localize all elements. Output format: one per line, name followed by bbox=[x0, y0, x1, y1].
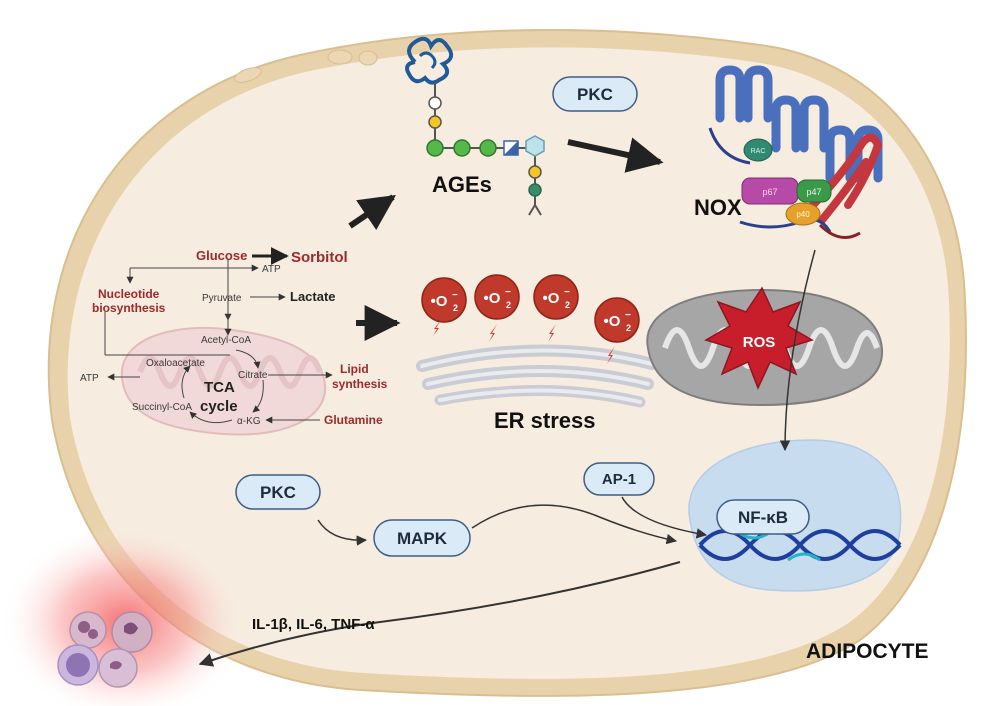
nox-label: NOX bbox=[694, 195, 742, 220]
ros-label: ROS bbox=[743, 334, 776, 351]
ap1-node: AP-1 bbox=[583, 462, 655, 496]
superoxide-subscript: 2 bbox=[506, 300, 511, 310]
membrane-organelles bbox=[234, 49, 378, 83]
nucleotide-label-line2: biosynthesis bbox=[92, 301, 166, 315]
superoxide-charge: − bbox=[452, 290, 458, 301]
p47-label: p47 bbox=[806, 187, 821, 197]
lightning-icon bbox=[433, 320, 441, 336]
lipid-label-line1: Lipid bbox=[340, 362, 369, 376]
mapk-node: MAPK bbox=[373, 519, 471, 557]
superoxide-symbol: •O bbox=[543, 290, 560, 307]
er-organelle bbox=[416, 344, 658, 408]
rac-label: RAC bbox=[751, 148, 766, 155]
superoxide-3: •O 2 − bbox=[533, 274, 579, 342]
cytokines-label: IL-1β, IL-6, TNF-α bbox=[252, 616, 375, 633]
superoxide-2: •O 2 − bbox=[474, 274, 520, 342]
p40-label: p40 bbox=[796, 210, 810, 219]
pathway-arrows bbox=[348, 137, 664, 341]
superoxide-charge: − bbox=[505, 287, 511, 298]
pkc-top-label: PKC bbox=[577, 85, 613, 104]
atp-left-label: ATP bbox=[80, 373, 99, 384]
metabolism-arrows bbox=[104, 247, 333, 424]
superoxide-radicals: •O 2 − •O 2 − •O 2 − •O 2 − bbox=[421, 274, 640, 364]
nox-complex: RAC p67 p47 p40 bbox=[708, 65, 883, 239]
superoxide-charge: − bbox=[564, 287, 570, 298]
ages-label: AGEs bbox=[432, 172, 492, 197]
atp-top-label: ATP bbox=[262, 264, 281, 275]
metabolism-labels: Glucose Sorbitol ATP Nucleotide biosynth… bbox=[80, 248, 388, 427]
nfkb-label: NF-κB bbox=[738, 508, 788, 527]
pkc-bottom-node: PKC bbox=[235, 474, 321, 510]
nfkb-node: NF-κB bbox=[716, 499, 810, 535]
glutamine-label: Glutamine bbox=[324, 413, 383, 427]
immune-cells bbox=[0, 522, 250, 706]
sorbitol-label: Sorbitol bbox=[291, 249, 348, 266]
superoxide-subscript: 2 bbox=[453, 303, 458, 313]
superoxide-subscript: 2 bbox=[565, 300, 570, 310]
lightning-icon bbox=[489, 324, 497, 342]
superoxide-symbol: •O bbox=[604, 313, 621, 330]
ages-structure bbox=[405, 36, 545, 216]
nucleotide-label-line1: Nucleotide bbox=[98, 287, 160, 301]
ap1-label: AP-1 bbox=[602, 471, 636, 488]
superoxide-symbol: •O bbox=[431, 293, 448, 310]
tca-label-line1: TCA bbox=[204, 379, 235, 396]
superoxide-charge: − bbox=[625, 310, 631, 321]
lactate-label: Lactate bbox=[290, 289, 336, 304]
superoxide-4: •O 2 − bbox=[594, 297, 640, 364]
adipocyte-label: ADIPOCYTE bbox=[806, 640, 929, 663]
signaling-arrows bbox=[198, 249, 816, 667]
pkc-top-node: PKC bbox=[552, 76, 638, 112]
oxaloacetate-label: Oxaloacetate bbox=[146, 358, 205, 369]
alpha-kg-label: α-KG bbox=[237, 416, 261, 427]
succinyl-coa-label: Succinyl-CoA bbox=[132, 402, 192, 413]
lightning-icon bbox=[607, 346, 615, 364]
p67-label: p67 bbox=[762, 187, 777, 197]
citrate-label: Citrate bbox=[238, 370, 268, 381]
pkc-bottom-label: PKC bbox=[260, 483, 296, 502]
superoxide-1: •O 2 − bbox=[421, 277, 467, 336]
er-stress-label: ER stress bbox=[494, 408, 596, 433]
lightning-icon bbox=[548, 324, 556, 342]
tca-label-line2: cycle bbox=[200, 398, 238, 415]
mapk-label: MAPK bbox=[397, 529, 448, 548]
superoxide-subscript: 2 bbox=[626, 323, 631, 333]
lipid-label-line2: synthesis bbox=[332, 377, 388, 391]
superoxide-symbol: •O bbox=[484, 290, 501, 307]
pyruvate-label: Pyruvate bbox=[202, 293, 242, 304]
glucose-label: Glucose bbox=[196, 248, 247, 263]
acetyl-coa-label: Acetyl-CoA bbox=[201, 335, 251, 346]
ros-mitochondrion bbox=[646, 286, 884, 407]
